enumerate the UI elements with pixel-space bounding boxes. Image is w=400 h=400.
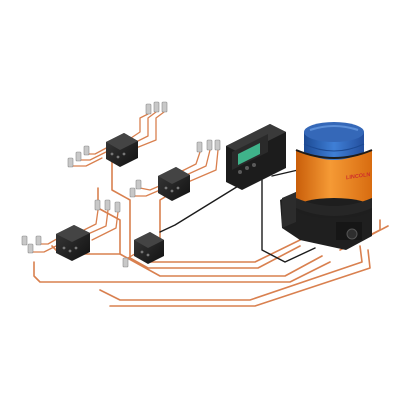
feed-line-8 [109, 249, 371, 307]
cable-to-pump-1 [261, 179, 316, 263]
riser-line-3 [97, 187, 121, 255]
grease-fittings [21, 101, 221, 268]
fitting-group-left-top [94, 199, 121, 213]
cable-to-block [159, 179, 249, 233]
fitting-group-mid-right [196, 139, 221, 153]
fitting-group-left-bottom [21, 235, 42, 254]
feed-line-3 [51, 245, 323, 277]
riser-line-1 [111, 159, 131, 259]
controller-button [238, 170, 242, 174]
fitting-group-bottom [122, 257, 129, 268]
branch-pipes [31, 111, 219, 265]
cable-to-pump-2 [271, 169, 299, 177]
feed-line-4 [33, 261, 331, 283]
divider-block-left [56, 225, 90, 261]
divider-block-top [106, 133, 138, 167]
lubrication-pump: LINCOLN [280, 118, 373, 250]
feed-line-7 [99, 245, 363, 301]
controller-unit [226, 124, 286, 190]
fitting-group-mid-left [129, 179, 142, 198]
controller-display [238, 143, 260, 165]
divider-block-bottom [134, 232, 164, 264]
fitting-group-top-left [67, 145, 90, 168]
fitting-group-top-right [145, 101, 168, 115]
divider-block-right [158, 167, 190, 201]
brand-text: LINCOLN [346, 172, 370, 181]
feed-line-2 [129, 245, 301, 269]
control-cables [159, 169, 316, 263]
